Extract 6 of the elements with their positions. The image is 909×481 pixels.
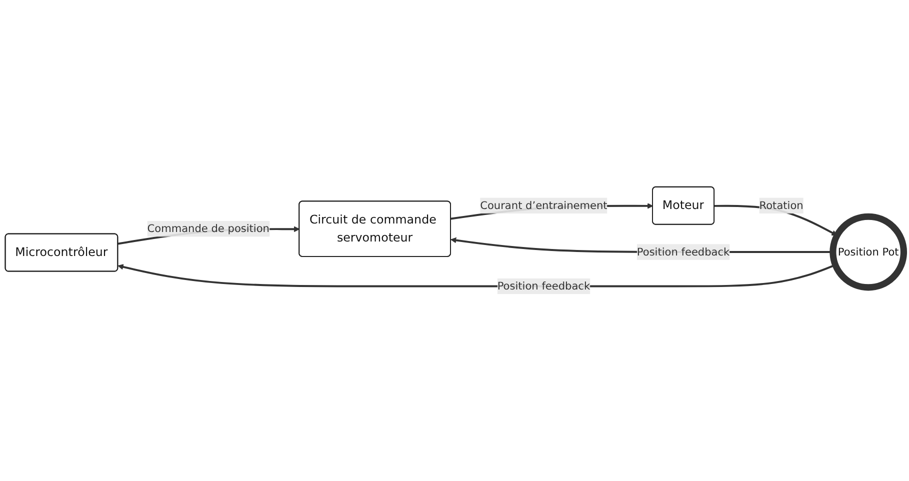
edge-label: Rotation (759, 199, 804, 212)
edge-label: Position feedback (636, 245, 730, 258)
node-circle: Position Pot (830, 213, 908, 291)
edge-label: Courant d’entrainement (480, 199, 608, 212)
edge-label: Commande de position (147, 222, 270, 235)
edge-label: Position feedback (497, 280, 590, 292)
